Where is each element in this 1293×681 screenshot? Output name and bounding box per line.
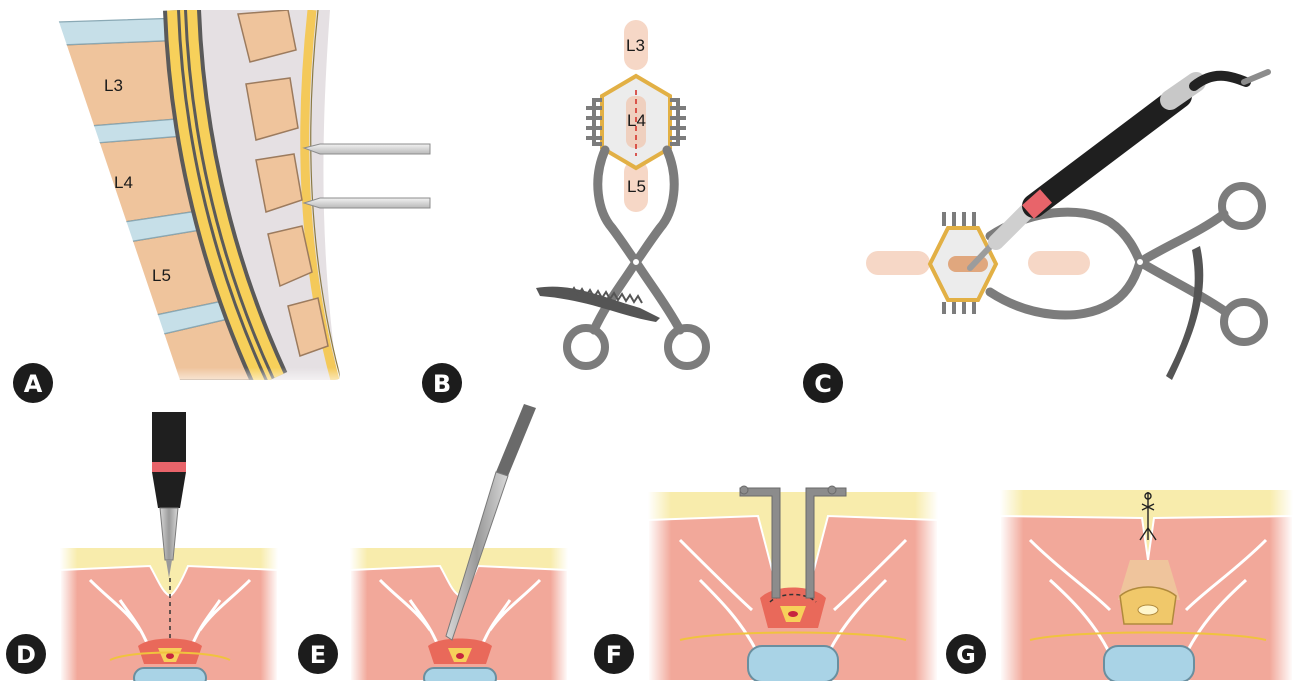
vertebra-label-l5-b: L5 [627,177,646,196]
right-ring [668,328,706,366]
badge-d-label: D [16,641,36,669]
panel-d-cross-section: D [6,412,278,681]
badge-g-label: G [956,641,976,669]
panel-g-cross-section: G [946,490,1293,681]
vertebra-label-l4: L4 [114,173,133,192]
panel-b-retractor-top-view: L3 L4 L5 B [422,20,706,403]
vertebra-label-l5: L5 [152,266,171,285]
badge-e-label: E [310,641,326,669]
vertebra-label-l4-b: L4 [627,111,646,130]
panel-a-sagittal-spine: L3 L4 L5 A [13,10,430,403]
left-ring [567,328,605,366]
badge-f-label: F [606,641,622,669]
vertebra-label-l3: L3 [104,76,123,95]
panel-e-cross-section: E [298,404,568,681]
panel-c-instrument-insertion: C [803,72,1268,403]
badge-a-label: A [24,370,43,398]
badge-c-label: C [814,370,832,398]
badge-b-label: B [433,370,451,398]
endoscope [970,72,1268,268]
vertebra-label-l3-b: L3 [626,36,645,55]
panel-f-cross-section: F [594,486,938,681]
